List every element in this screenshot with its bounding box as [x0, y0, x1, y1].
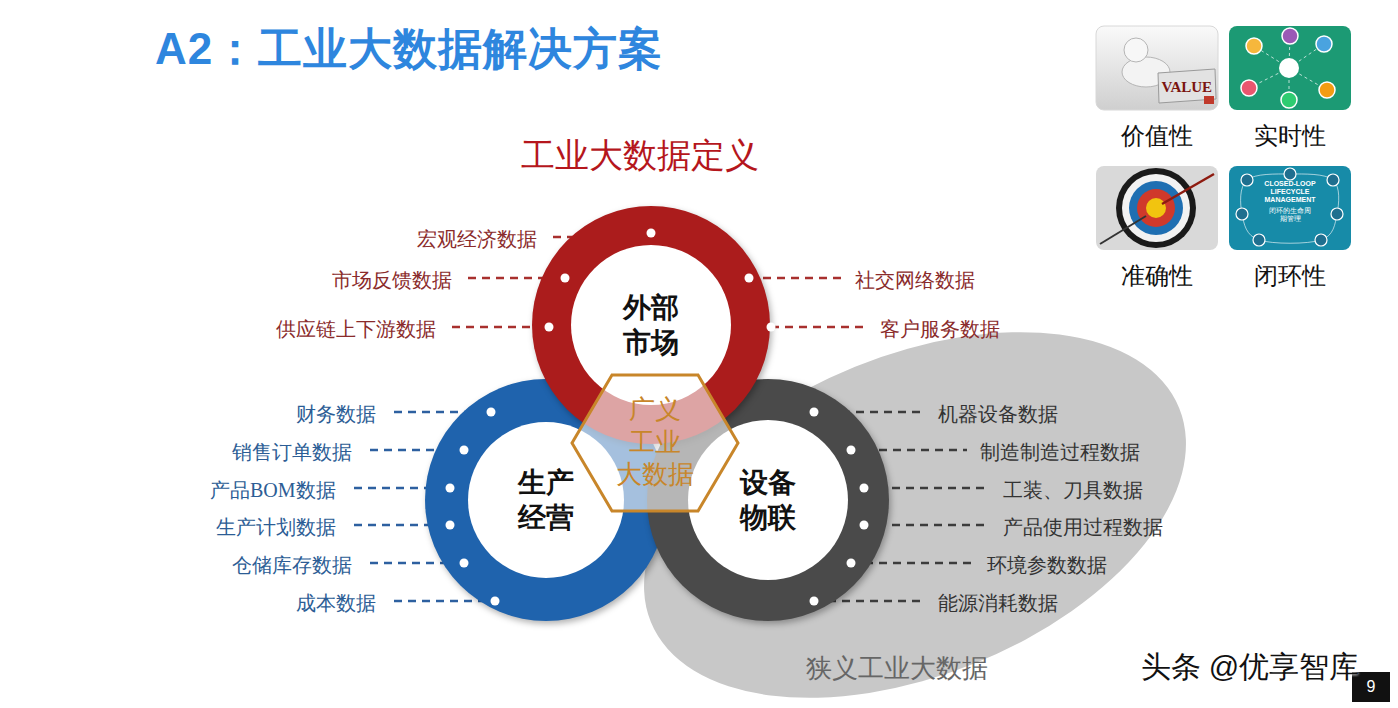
figure-head: [1124, 38, 1148, 62]
ring-text: 设备 物联: [736, 465, 800, 535]
tile-text: 实时性: [1229, 120, 1351, 152]
leader-line: [749, 277, 843, 280]
value-plaque: [1158, 69, 1216, 103]
target-ring: [1116, 168, 1196, 248]
tile-text: 价值性: [1096, 120, 1218, 152]
lifecycle-node: [1241, 174, 1253, 186]
lifecycle-node: [1327, 174, 1339, 186]
lifecycle-node: [1236, 208, 1248, 220]
data-item: 生产计划数据: [216, 515, 336, 539]
blob-shape: [591, 260, 1239, 708]
hex-text: 广义 工业 大数据: [612, 394, 698, 492]
network-icon: [1316, 36, 1332, 52]
center-hexagon: 广义 工业 大数据: [570, 373, 740, 513]
slide-title: A2：工业大数据解决方案: [155, 20, 663, 79]
data-item: 成本数据: [296, 591, 376, 615]
data-item: 仓储库存数据: [232, 553, 352, 577]
data-item: 环境参数数据: [987, 553, 1107, 577]
lifecycle-node: [1253, 234, 1265, 246]
section-heading: 工业大数据定义: [521, 135, 759, 176]
target-ring: [1146, 198, 1166, 218]
dart-arrow: [1162, 174, 1214, 204]
data-item: 制造制造过程数据: [980, 440, 1140, 464]
data-item: 供应链上下游数据: [276, 317, 436, 341]
tile-outline: [1096, 26, 1218, 110]
ring-hole: [468, 422, 624, 578]
tile-background: [1096, 166, 1218, 250]
data-item: 客户服务数据: [880, 317, 1000, 341]
leader-line: [771, 326, 866, 329]
tile-background: [1096, 26, 1218, 110]
tile-text: 准确性: [1096, 260, 1218, 292]
tile-outline: [1096, 166, 1218, 250]
target-ring: [1137, 189, 1175, 227]
data-item: 能源消耗数据: [938, 591, 1058, 615]
data-item: 产品使用过程数据: [1003, 515, 1163, 539]
plaque-accent: [1204, 96, 1214, 104]
target-ring: [1129, 181, 1183, 235]
data-item: 宏观经济数据: [417, 227, 537, 251]
network-hub: [1279, 58, 1299, 78]
ring-band: [425, 379, 667, 621]
blob-text: 狭义工业大数据: [806, 651, 988, 686]
tile-background: [1229, 166, 1351, 250]
feature-tile: 准确性: [1096, 166, 1218, 292]
tile-graphic-text: VALUE: [1162, 78, 1213, 96]
network-icon: [1246, 38, 1262, 54]
network-icon: [1241, 80, 1257, 96]
data-item: 机器设备数据: [938, 402, 1058, 426]
watermark: 头条 @优享智库: [1141, 649, 1360, 685]
data-item: 销售订单数据: [232, 440, 352, 464]
network-icon: [1281, 92, 1297, 108]
lifecycle-loop: [1241, 174, 1339, 243]
lifecycle-node: [1331, 208, 1343, 220]
tile-outline: [1229, 26, 1351, 110]
tile-graphic-text: 闭环的生命周期管理: [1268, 207, 1312, 223]
lifecycle-node: [1315, 234, 1327, 246]
network-icon: [1319, 82, 1335, 98]
ring-text: 生产 经营: [514, 465, 578, 535]
data-item: 社交网络数据: [855, 268, 975, 292]
data-item: 市场反馈数据: [332, 268, 452, 292]
ring-text: 外部 市场: [619, 290, 683, 360]
tile-text: 闭环性: [1229, 260, 1351, 292]
data-item: 财务数据: [296, 402, 376, 426]
target-ring: [1122, 174, 1190, 242]
tile-graphic-text: CLOSED-LOOP LIFECYCLE MANAGEMENT: [1261, 180, 1319, 205]
dart-arrow: [1100, 216, 1146, 244]
feature-tile: 实时性: [1229, 26, 1351, 152]
lifecycle-node: [1284, 168, 1296, 180]
data-item: 工装、刀具数据: [1003, 478, 1143, 502]
tile-background: [1229, 26, 1351, 110]
badge-text: 9: [1367, 678, 1376, 696]
network-icon: [1282, 28, 1298, 44]
data-item: 产品BOM数据: [210, 478, 336, 502]
